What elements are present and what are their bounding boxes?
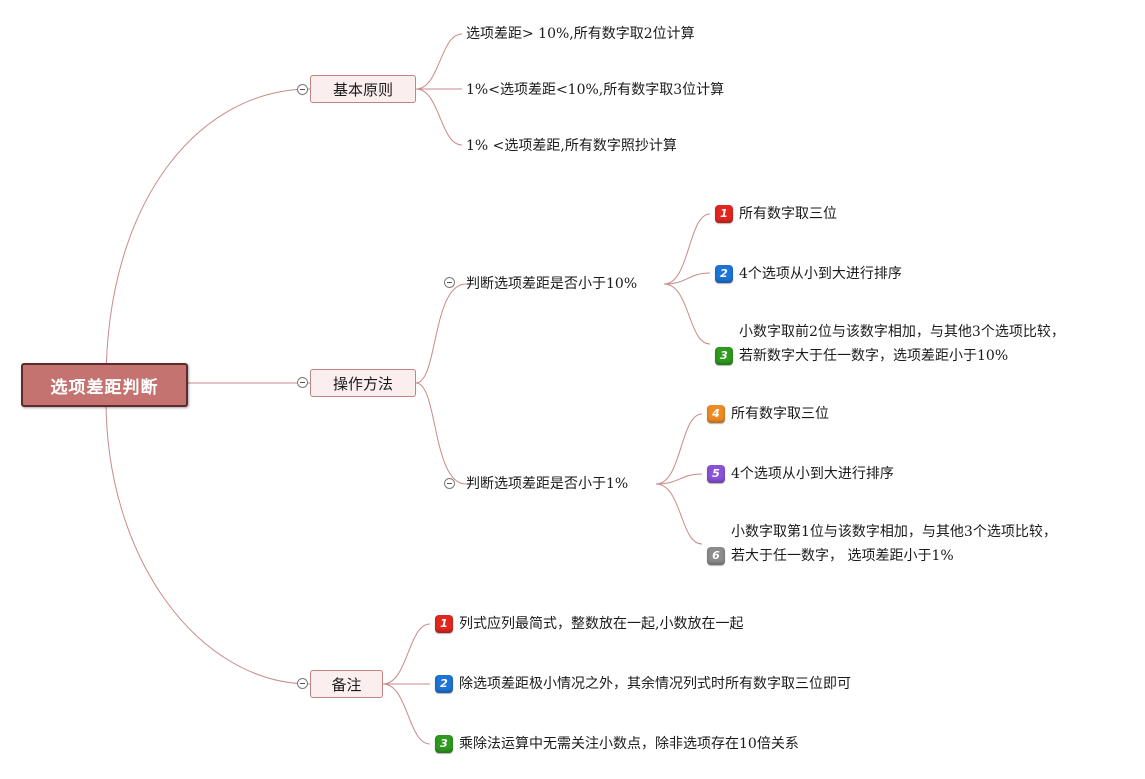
collapse-icon[interactable] (297, 678, 308, 689)
priority-3-icon: 3 (715, 347, 733, 365)
connector-notes-to-item-3 (382, 683, 431, 745)
connector-principle-to-item-1 (415, 33, 463, 90)
connector-root-to-notes (105, 399, 311, 685)
collapse-icon[interactable] (297, 377, 308, 388)
priority-6-icon: 6 (707, 547, 725, 565)
method-step-4[interactable]: 4 所有数字取三位 (707, 402, 829, 426)
principle-item-text: 选项差距> 10%,所有数字取2位计算 (466, 26, 695, 42)
step-text: 所有数字取三位 (739, 206, 837, 222)
connector-sub2-to-step-4 (655, 413, 703, 485)
collapse-icon[interactable] (297, 84, 308, 95)
note-text: 乘除法运算中无需关注小数点，除非选项存在10倍关系 (459, 736, 799, 752)
subtopic-label: 判断选项差距是否小于1% (466, 476, 629, 492)
method-step-1[interactable]: 1 所有数字取三位 (715, 202, 837, 226)
collapse-icon[interactable] (444, 478, 455, 489)
method-step-2[interactable]: 2 4个选项从小到大进行排序 (715, 262, 902, 286)
step-text: 所有数字取三位 (731, 406, 829, 422)
step-text: 4个选项从小到大进行排序 (739, 266, 902, 282)
connector-method-to-sub-2 (415, 382, 467, 485)
connector-sub1-to-step-3 (663, 283, 711, 345)
connector-method-to-sub-1 (415, 283, 467, 384)
branch-method[interactable]: 操作方法 (310, 369, 416, 397)
connector-root-to-principle (105, 88, 311, 384)
subtopic-less-than-1-percent[interactable]: 判断选项差距是否小于1% (466, 472, 628, 496)
step-text-line: 若新数字大于任一数字，选项差距小于10% (739, 348, 1009, 364)
principle-item-1[interactable]: 选项差距> 10%,所有数字取2位计算 (466, 22, 695, 46)
connector-sub2-to-step-5 (655, 473, 703, 485)
note-item-1[interactable]: 1 列式应列最简式，整数放在一起,小数放在一起 (435, 612, 743, 636)
method-step-6[interactable]: 6 小数字取第1位与该数字相加，与其他3个选项比较， 若大于任一数字， 选项差距… (707, 520, 1057, 568)
step-text: 4个选项从小到大进行排序 (731, 466, 894, 482)
connector-principle-to-item-3 (415, 88, 463, 146)
method-step-3[interactable]: 3 小数字取前2位与该数字相加，与其他3个选项比较， 若新数字大于任一数字，选项… (715, 320, 1065, 368)
principle-item-2[interactable]: 1%<选项差距<10%,所有数字取3位计算 (466, 78, 724, 102)
priority-2-icon: 2 (435, 675, 453, 693)
principle-item-3[interactable]: 1% <选项差距,所有数字照抄计算 (466, 134, 677, 158)
root-topic[interactable]: 选项差距判断 (21, 363, 188, 407)
note-text: 列式应列最简式，整数放在一起,小数放在一起 (459, 616, 744, 632)
connector-sub2-to-step-6 (655, 483, 703, 545)
priority-1-icon: 1 (715, 205, 733, 223)
priority-4-icon: 4 (707, 405, 725, 423)
priority-3-icon: 3 (435, 735, 453, 753)
step-text: 小数字取前2位与该数字相加，与其他3个选项比较， 若新数字大于任一数字，选项差距… (739, 320, 1065, 368)
priority-1-icon: 1 (435, 615, 453, 633)
branch-notes[interactable]: 备注 (310, 670, 383, 698)
principle-item-text: 1%<选项差距<10%,所有数字取3位计算 (466, 82, 725, 98)
note-text: 除选项差距极小情况之外，其余情况列式时所有数字取三位即可 (459, 676, 851, 692)
method-step-5[interactable]: 5 4个选项从小到大进行排序 (707, 462, 894, 486)
subtopic-label: 判断选项差距是否小于10% (466, 276, 638, 292)
step-text: 小数字取第1位与该数字相加，与其他3个选项比较， 若大于任一数字， 选项差距小于… (731, 520, 1057, 568)
note-item-2[interactable]: 2 除选项差距极小情况之外，其余情况列式时所有数字取三位即可 (435, 672, 851, 696)
priority-2-icon: 2 (715, 265, 733, 283)
step-text-line: 小数字取第1位与该数字相加，与其他3个选项比较， (731, 524, 1057, 540)
principle-item-text: 1% <选项差距,所有数字照抄计算 (466, 138, 677, 154)
connector-sub1-to-step-2 (663, 272, 711, 285)
connector-notes-to-item-1 (382, 623, 431, 685)
step-text-line: 若大于任一数字， 选项差距小于1% (731, 548, 954, 564)
branch-principle[interactable]: 基本原则 (310, 75, 416, 103)
step-text-line: 小数字取前2位与该数字相加，与其他3个选项比较， (739, 324, 1065, 340)
note-item-3[interactable]: 3 乘除法运算中无需关注小数点，除非选项存在10倍关系 (435, 732, 799, 756)
collapse-icon[interactable] (444, 277, 455, 288)
subtopic-less-than-10-percent[interactable]: 判断选项差距是否小于10% (466, 272, 637, 296)
connector-sub1-to-step-1 (663, 213, 711, 285)
priority-5-icon: 5 (707, 465, 725, 483)
